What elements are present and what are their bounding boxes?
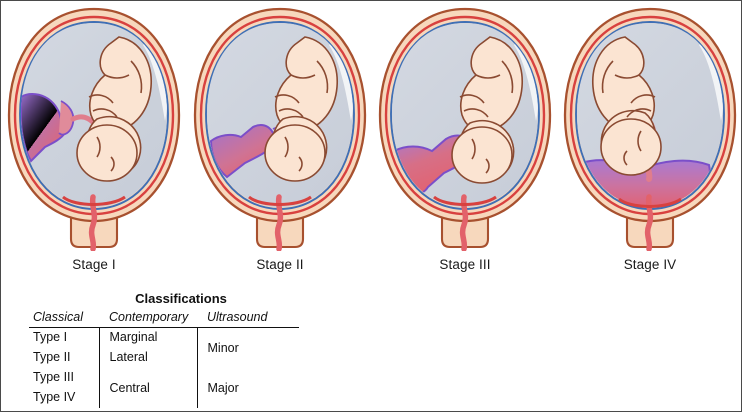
cell-contemporary: Lateral bbox=[98, 348, 197, 368]
cell-classical: Type I bbox=[33, 330, 68, 344]
table-row: Type I Marginal Minor bbox=[29, 327, 299, 368]
internal-os-line bbox=[433, 195, 497, 206]
stage-illustration-4 bbox=[557, 1, 741, 251]
internal-os-line bbox=[248, 195, 312, 206]
stage-illustration-2 bbox=[187, 1, 373, 251]
cell-contemporary: Marginal bbox=[98, 327, 197, 348]
table-header-row: Classical Contemporary Ultrasound bbox=[29, 310, 299, 328]
internal-os-line bbox=[62, 195, 126, 206]
classifications-table: Classical Contemporary Ultrasound Type I… bbox=[29, 310, 299, 408]
column-header-ultrasound: Ultrasound bbox=[197, 310, 299, 328]
column-header-classical: Classical bbox=[29, 310, 99, 328]
placenta-cord-root bbox=[58, 100, 75, 136]
stage-label-3: Stage III bbox=[439, 257, 491, 272]
classification-block: Classifications Classical Contemporary U… bbox=[29, 291, 299, 408]
fetus bbox=[76, 36, 152, 182]
fetus bbox=[451, 36, 523, 184]
table-row: Type IV bbox=[29, 388, 299, 408]
stage-illustration-1 bbox=[1, 1, 187, 251]
stage-label-2: Stage II bbox=[256, 257, 304, 272]
column-header-contemporary: Contemporary bbox=[99, 310, 197, 328]
cell-classical: Type IV bbox=[33, 390, 76, 404]
cell-ultrasound: Major bbox=[196, 368, 299, 408]
classifications-title: Classifications bbox=[135, 291, 227, 306]
stage-illustration-3 bbox=[372, 1, 558, 251]
table-row: Type II Lateral bbox=[29, 348, 299, 368]
stage-label-4: Stage IV bbox=[623, 257, 677, 272]
internal-os-line bbox=[618, 197, 682, 208]
fetus bbox=[264, 36, 338, 182]
fetus bbox=[592, 36, 662, 176]
stage-label-1: Stage I bbox=[72, 257, 116, 272]
table-row: Type III Central Major bbox=[29, 368, 299, 408]
cell-ultrasound: Minor bbox=[196, 327, 299, 368]
cell-classical: Type II bbox=[33, 350, 71, 364]
cell-classical: Type III bbox=[33, 370, 74, 384]
cervical-canal bbox=[644, 194, 654, 251]
cell-contemporary: Central bbox=[98, 368, 197, 408]
